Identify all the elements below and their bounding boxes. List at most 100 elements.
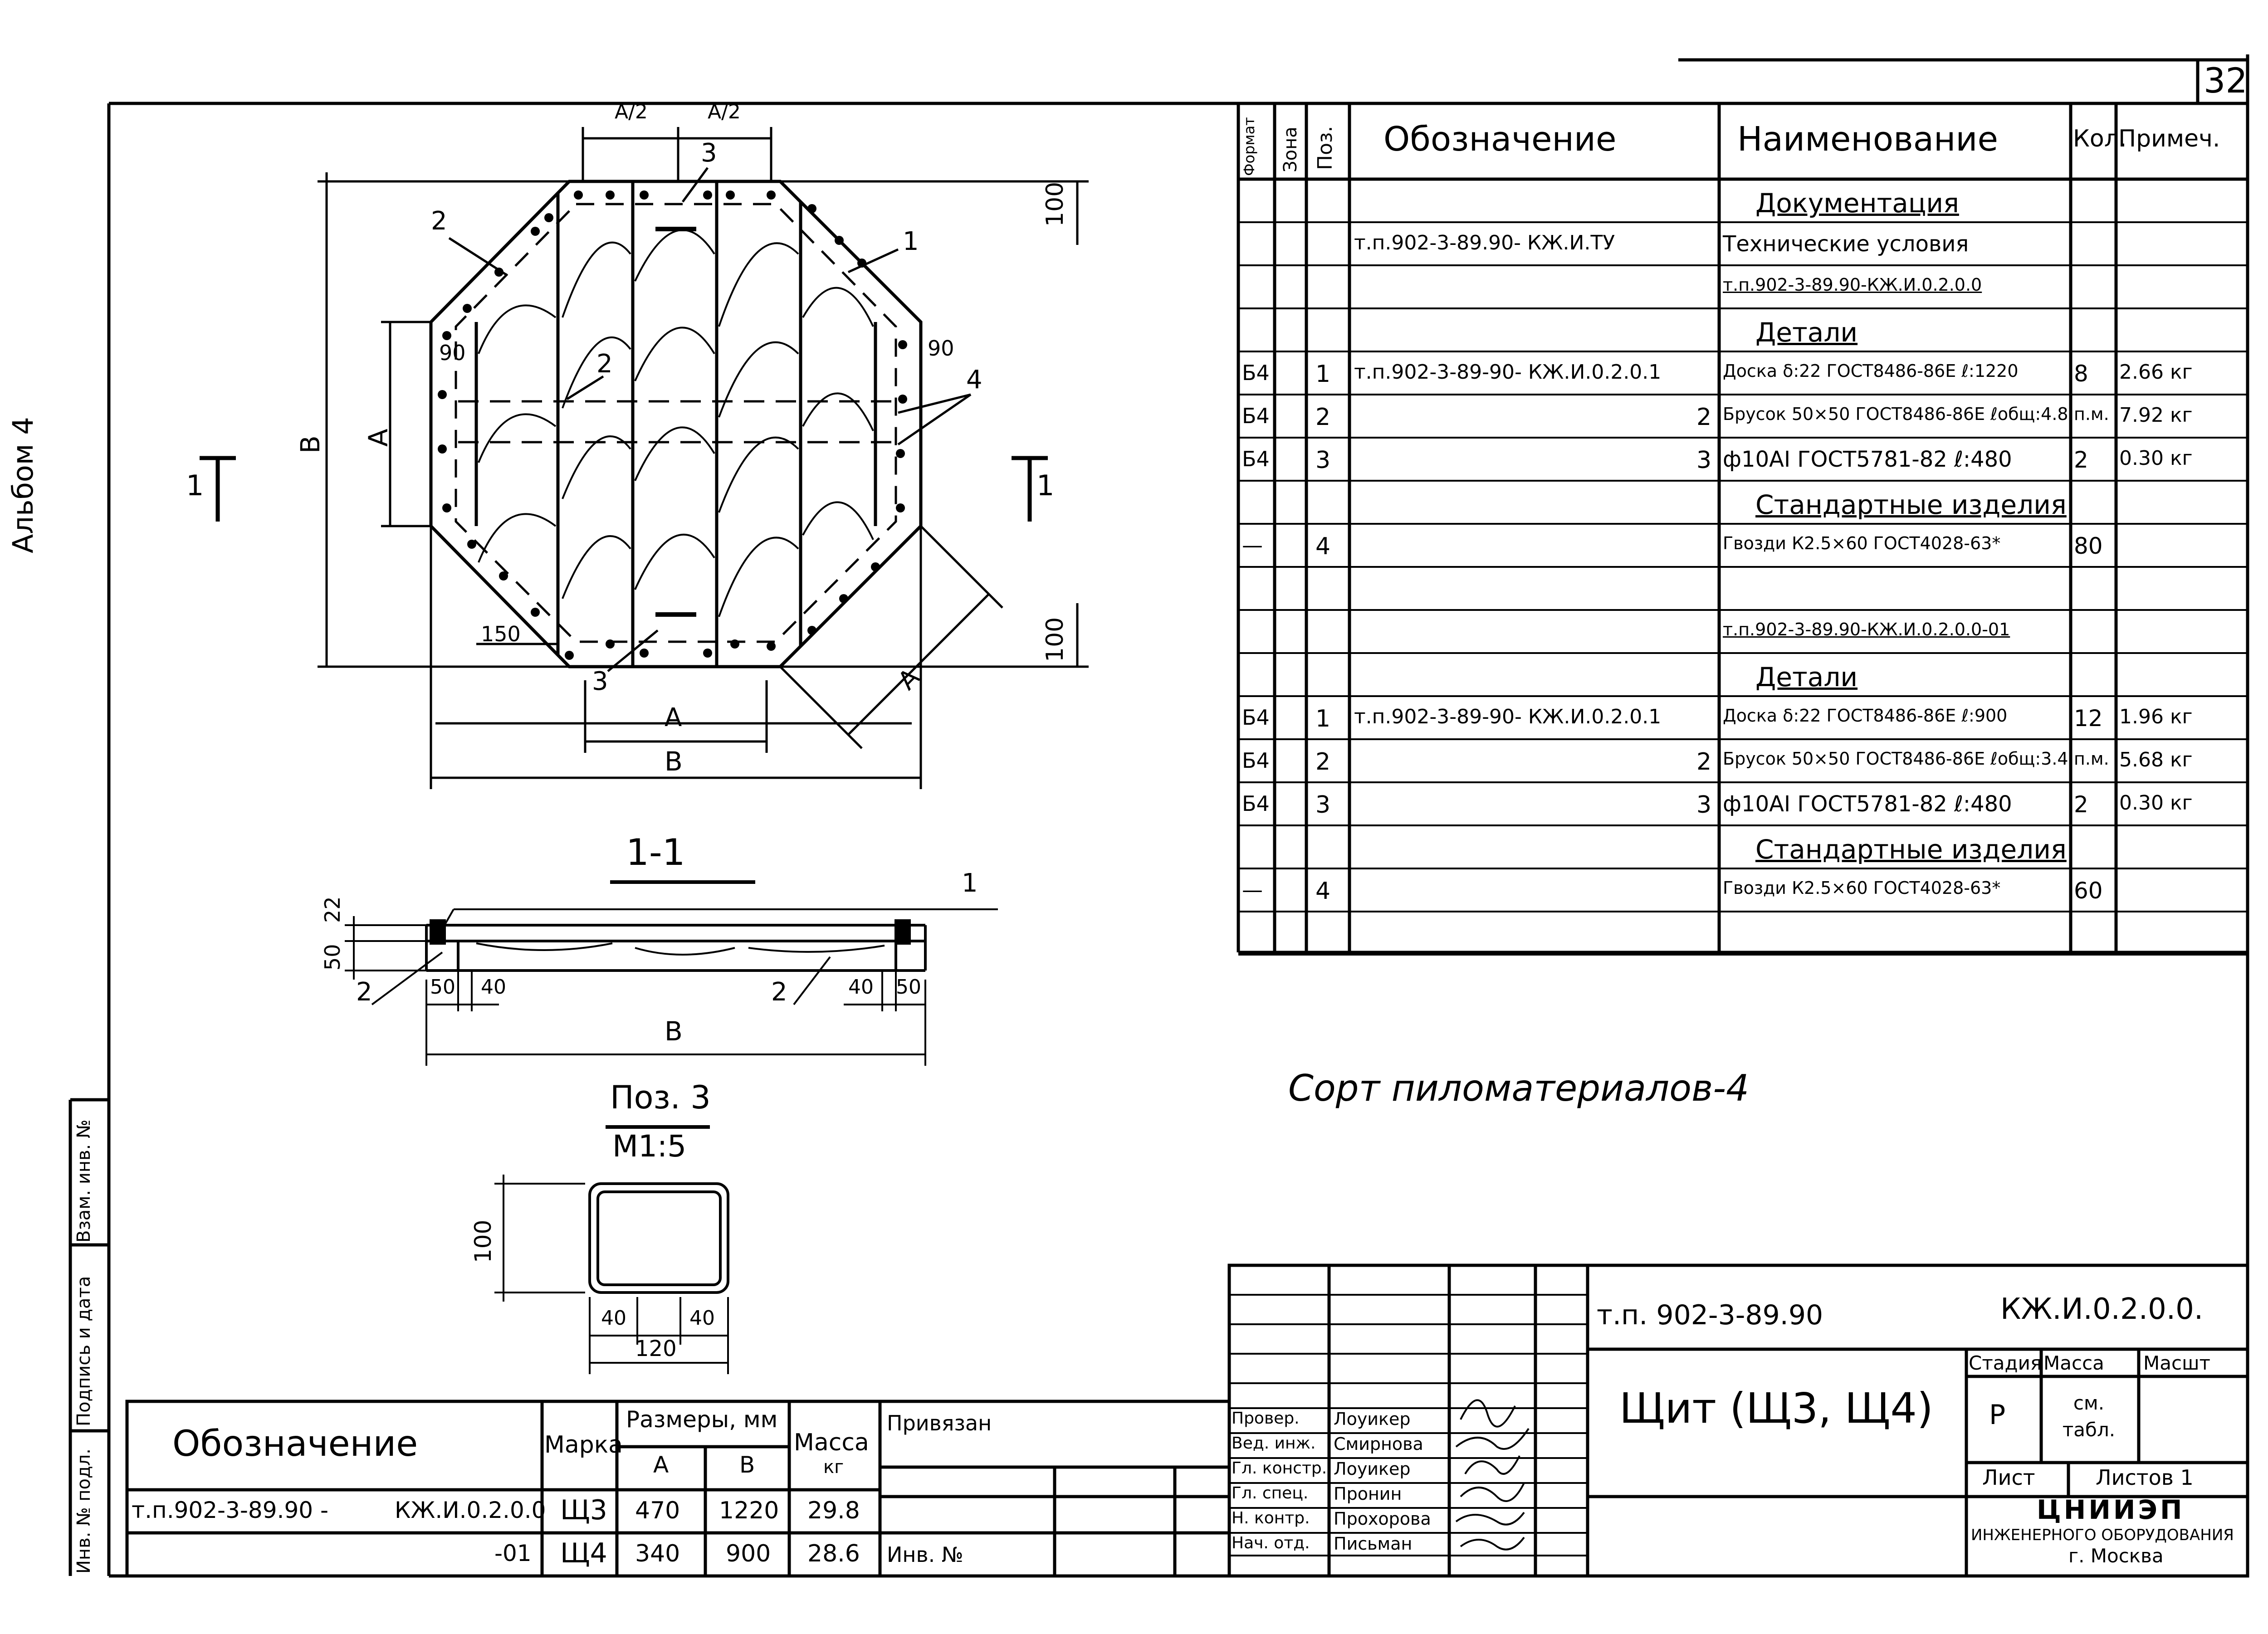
album-label: Альбом 4 [6, 417, 39, 553]
tb-org-sub: инженерного оборудования [1971, 1526, 2234, 1544]
tb-person-role: Вед. инж. [1232, 1434, 1316, 1453]
pos3-dim120: 120 [635, 1336, 677, 1361]
spec-cell-qty: 8 [2074, 361, 2088, 387]
pos3-dim100: 100 [470, 1219, 496, 1263]
label-dim90-left: 90 [439, 341, 466, 365]
spec-header-name: Наименование [1737, 120, 1999, 159]
section-pos1: 1 [962, 868, 978, 898]
marks-header-code: Обозначение [172, 1424, 418, 1464]
tb-sheet-label: Лист [1982, 1465, 2035, 1490]
spec-cell-name: Доска δ:22 ГОСТ8486-86Е ℓ:900 [1723, 706, 2008, 726]
spec-cell-qty: 60 [2074, 878, 2103, 904]
spec-cell-name: Брусок 50×50 ГОСТ8486-86Е ℓобщ:3.4 [1723, 749, 2068, 769]
spec-cell-code: т.п.902-3-89.90- КЖ.И.ТУ [1354, 231, 1615, 254]
stamp-sign-date: Подпись и дата [73, 1276, 94, 1426]
tb-person-name: Лоуикер [1334, 1459, 1411, 1479]
spec-cell-name: т.п.902-3-89.90-КЖ.И.0.2.0.0-01 [1723, 619, 2010, 639]
tb-mass-label: Масса [2043, 1352, 2104, 1374]
spec-cell-note: 0.30 кг [2119, 447, 2193, 470]
label-b-vertical: В [295, 435, 326, 454]
section-dim22: 22 [320, 896, 345, 923]
tb-stage-label: Стадия [1969, 1352, 2042, 1374]
spec-header-code: Обозначение [1383, 120, 1617, 159]
marks-header-mass: Масса [794, 1429, 869, 1456]
spec-cell-pos: 4 [1315, 878, 1331, 905]
section-pos2-left: 2 [356, 977, 372, 1007]
tb-person-role: Гл. констр. [1232, 1459, 1327, 1478]
label-dim150: 150 [481, 622, 521, 646]
spec-cell-name: т.п.902-3-89.90-КЖ.И.0.2.0.0 [1723, 275, 1982, 295]
tb-person-role: Нач. отд. [1232, 1534, 1310, 1552]
marks-header-dims: Размеры, мм [626, 1406, 778, 1433]
spec-cell-note: 2.66 кг [2119, 361, 2193, 384]
section-pos2-right: 2 [771, 977, 787, 1007]
spec-header-note: Примеч. [2118, 125, 2220, 152]
binding-inv: Инв. № [887, 1542, 963, 1567]
section-dim40-left: 40 [481, 976, 506, 999]
tb-person-name: Лоуикер [1334, 1409, 1411, 1429]
spec-cell-format: Б4 [1242, 361, 1270, 385]
section-mark-left: 1 [186, 469, 204, 502]
pos3-title: Поз. 3 [610, 1079, 711, 1116]
spec-cell-format: Б4 [1242, 447, 1270, 471]
spec-cell-name: Документация [1755, 188, 1959, 219]
section-mark-right: 1 [1036, 469, 1055, 502]
spec-cell-code: т.п.902-3-89-90- КЖ.И.0.2.0.1 [1354, 705, 1662, 728]
marks-row1-code: т.п.902-3-89.90 - [132, 1497, 329, 1523]
marks-row2-code2: -01 [494, 1540, 532, 1566]
spec-cell-qty: 2 [2074, 791, 2088, 818]
tb-person-name: Пронин [1334, 1484, 1402, 1504]
tb-stage: Р [1989, 1399, 2006, 1431]
label-pos3-top: 3 [701, 138, 717, 168]
spec-cell-name: Стандартные изделия [1755, 489, 2067, 520]
spec-cell-name: Гвозди К2.5×60 ГОСТ4028-63* [1723, 878, 2001, 898]
section-dim50-left: 50 [430, 976, 455, 999]
spec-cell-code: 2 [1696, 748, 1712, 776]
spec-cell-pos: 2 [1315, 748, 1331, 776]
label-pos2-top: 2 [431, 206, 447, 236]
pos3-dim40b: 40 [689, 1307, 715, 1330]
spec-cell-format: Б4 [1242, 404, 1270, 428]
spec-cell-format: — [1242, 878, 1263, 902]
tb-org-name: ЦНИИЭП [2037, 1494, 2185, 1525]
spec-cell-code: 3 [1696, 447, 1712, 474]
spec-cell-format: Б4 [1242, 748, 1270, 773]
spec-cell-qty: 2 [2074, 447, 2088, 473]
label-dim100-top: 100 [1041, 181, 1069, 227]
spec-cell-qty: п.м. [2074, 749, 2109, 769]
spec-cell-qty: п.м. [2074, 404, 2109, 424]
tb-mass: см. табл. [2062, 1392, 2116, 1441]
section-title: 1-1 [626, 831, 685, 873]
label-dim90-right: 90 [928, 336, 954, 361]
label-b-bottom: В [665, 746, 683, 777]
label-pos4: 4 [966, 365, 982, 395]
tb-project: т.п. 902-3-89.90 [1597, 1299, 1823, 1331]
label-pos3-bottom: 3 [592, 667, 608, 696]
stamp-replace-inv: Взам. инв. № [73, 1119, 94, 1243]
marks-header-dim-b: В [739, 1452, 755, 1478]
spec-cell-pos: 3 [1315, 447, 1331, 474]
lumber-grade-note: Сорт пиломатериалов-4 [1288, 1067, 1749, 1109]
section-dim50: 50 [320, 944, 345, 971]
spec-cell-name: Детали [1755, 317, 1858, 348]
marks-row2-b: 900 [726, 1540, 771, 1567]
spec-cell-format: Б4 [1242, 705, 1270, 730]
label-a-bottom: А [665, 703, 682, 732]
tb-person-role: Провер. [1232, 1409, 1300, 1428]
tb-scale-label: Масшт [2143, 1352, 2210, 1374]
section-dim40-right: 40 [848, 976, 874, 999]
tb-person-role: Н. контр. [1232, 1509, 1310, 1527]
spec-cell-pos: 2 [1315, 404, 1331, 431]
spec-cell-pos: 4 [1315, 533, 1331, 560]
marks-row2-a: 340 [635, 1540, 680, 1567]
marks-row2-mark: Щ4 [560, 1537, 607, 1569]
spec-cell-name: Брусок 50×50 ГОСТ8486-86Е ℓобщ:4.8 [1723, 404, 2068, 424]
spec-cell-name: Детали [1755, 662, 1858, 693]
tb-org-city: г. Москва [2068, 1545, 2164, 1567]
pos3-scale: М1:5 [612, 1129, 687, 1164]
binding-label: Привязан [887, 1411, 992, 1435]
tb-sheets-label: Листов 1 [2096, 1465, 2194, 1490]
label-pos1: 1 [903, 227, 919, 256]
tb-person-name: Смирнова [1334, 1434, 1423, 1454]
tb-person-name: Прохорова [1334, 1509, 1431, 1529]
